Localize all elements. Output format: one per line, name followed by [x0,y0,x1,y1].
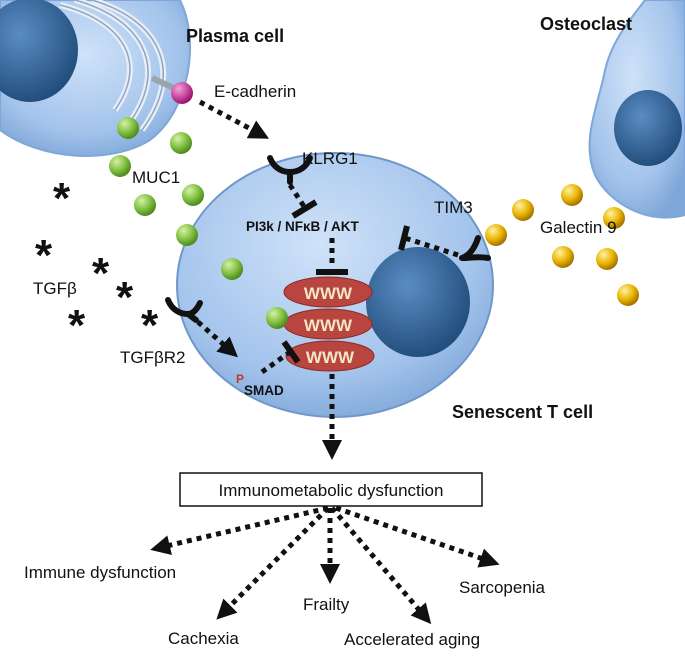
svg-text:*: * [141,301,159,350]
tgfb-label: TGFβ [33,279,77,298]
smad-inhibits-mito [260,340,301,375]
svg-text:*: * [92,249,110,298]
effect-accelerated-aging: Accelerated aging [344,630,480,649]
effect-arrows [150,505,500,625]
galectin9-molecules [485,184,639,306]
osteoclast-nucleus [614,90,682,166]
pi3k-inhibits-mito [316,238,348,275]
tgfbr2-label: TGFβR2 [120,348,186,367]
ecadherin-molecule [150,75,193,104]
senescent-t-cell-label: Senescent T cell [452,402,593,422]
plasma-cell-label: Plasma cell [186,26,284,46]
pathway-label: PI3k / NFκB / AKT [246,219,360,234]
tgfb-molecules: * * * * * * [35,174,159,350]
svg-text:*: * [53,174,71,223]
galectin9-label: Galectin 9 [540,218,617,237]
osteoclast-label: Osteoclast [540,14,632,34]
muc1-label: MUC1 [132,168,180,187]
tim3-receptor [459,235,491,261]
mito-label-2: WWW [304,316,353,335]
svg-text:*: * [68,301,86,350]
t-cell-nucleus [366,247,470,357]
svg-text:*: * [116,273,134,322]
outcome-box: Immunometabolic dysfunction [179,472,483,507]
outcome-box-label: Immunometabolic dysfunction [219,481,444,500]
klrg1-receptor [267,155,313,185]
muc1-molecules [109,117,288,329]
svg-text:*: * [35,231,53,280]
plasma-cell [0,0,191,157]
ecadherin-label: E-cadherin [214,82,296,101]
klrg1-label: KLRG1 [302,149,358,168]
mito-label-3: WWW [306,348,355,367]
effect-sarcopenia: Sarcopenia [459,578,546,597]
mito-label-1: WWW [304,284,353,303]
osteoclast-cell [588,0,685,219]
tim3-label: TIM3 [434,198,473,217]
plasma-cell-nucleus [0,0,78,102]
ecadherin-to-klrg1-arrow [198,99,270,139]
klrg1-inhibits-pi3k [287,183,318,219]
smad-p-label: P [236,372,244,386]
tgfbr2-receptor [165,297,203,323]
smad-label: SMAD [244,383,284,398]
effect-immune-dysfunction: Immune dysfunction [24,563,176,582]
tgfbr2-to-smad-arrow [196,320,238,358]
tim3-inhibits-pi3k [398,225,459,258]
mitochondria: WWW WWW WWW [283,276,375,372]
effect-cachexia: Cachexia [168,629,239,648]
effect-frailty: Frailty [303,595,350,614]
